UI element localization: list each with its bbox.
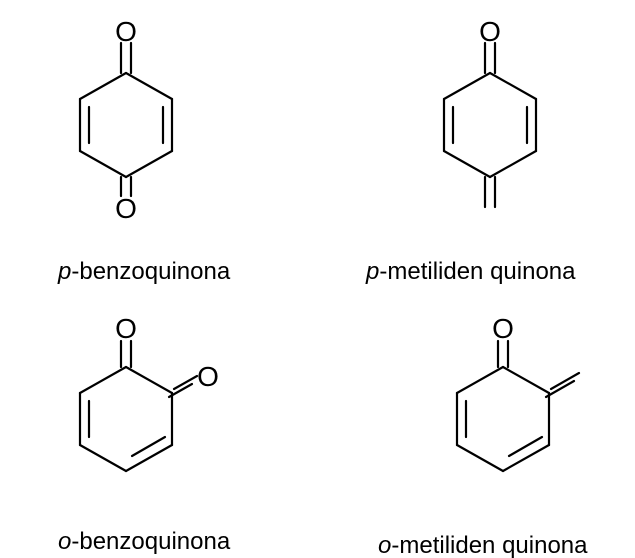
bond xyxy=(78,443,128,473)
bond xyxy=(78,365,128,395)
caption-prefix: p xyxy=(365,258,379,285)
bond xyxy=(442,149,492,179)
double-bond-inner xyxy=(130,435,167,458)
caption-prefix: p xyxy=(57,258,71,285)
bond xyxy=(124,365,174,395)
bond xyxy=(455,443,505,473)
oxygen-atom-label: O xyxy=(115,313,137,344)
ring-bonds xyxy=(442,71,538,179)
bond xyxy=(124,71,174,101)
caption-name: -metiliden quinona xyxy=(379,258,576,285)
ring-bonds xyxy=(78,71,174,179)
structure-p-metiliden-quinona: O p-metiliden quinona xyxy=(365,16,576,285)
caption-name: -benzoquinona xyxy=(71,528,230,555)
bond xyxy=(488,71,538,101)
caption-name: -metiliden quinona xyxy=(391,532,588,558)
structure-caption: p-benzoquinona xyxy=(57,258,231,285)
double-bond-inner xyxy=(507,435,544,458)
structure-caption: p-metiliden quinona xyxy=(365,258,576,285)
carbonyl-bond xyxy=(167,382,194,399)
bond xyxy=(78,71,128,101)
oxygen-atom-label: O xyxy=(115,16,137,47)
bond xyxy=(124,149,174,179)
methylidene-bond xyxy=(549,371,581,391)
oxygen-atom-label: O xyxy=(197,361,219,392)
oxygen-atom-label: O xyxy=(115,193,137,224)
structure-o-benzoquinona: O O o-benzoquinona xyxy=(58,313,231,555)
bond xyxy=(124,443,174,473)
bond xyxy=(78,149,128,179)
structure-o-metiliden-quinona: O o-metiliden quinona xyxy=(378,313,588,558)
caption-prefix: o xyxy=(58,528,71,555)
methylidene-bond xyxy=(544,379,576,399)
structure-caption: o-metiliden quinona xyxy=(378,532,588,558)
ring-bonds xyxy=(455,365,551,473)
oxygen-atom-label: O xyxy=(479,16,501,47)
caption-name: -benzoquinona xyxy=(71,258,230,285)
bond xyxy=(442,71,492,101)
ring-bonds xyxy=(78,365,174,473)
oxygen-atom-label: O xyxy=(492,313,514,344)
bond xyxy=(501,443,551,473)
structure-p-benzoquinona: O O p-benzoquinona xyxy=(57,16,231,285)
carbonyl-bond xyxy=(172,374,199,391)
bond xyxy=(455,365,505,395)
bond xyxy=(488,149,538,179)
caption-prefix: o xyxy=(378,532,391,558)
structure-caption: o-benzoquinona xyxy=(58,528,231,555)
bond xyxy=(501,365,551,395)
